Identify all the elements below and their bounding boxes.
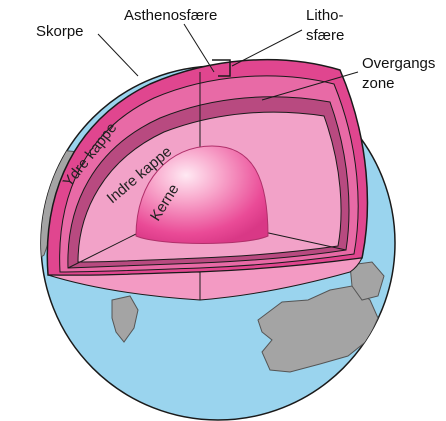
label-litho-line2: sfære <box>306 27 344 44</box>
leader-skorpe <box>98 34 138 76</box>
label-overgangs-line2: zone <box>362 75 395 92</box>
leader-asthenosfaere <box>184 24 214 72</box>
label-overgangs-line1: Overgangs <box>362 55 435 72</box>
label-asthenosfaere: Asthenosfære <box>124 7 217 24</box>
label-litho-line1: Litho- <box>306 7 344 24</box>
label-skorpe: Skorpe <box>36 23 84 40</box>
